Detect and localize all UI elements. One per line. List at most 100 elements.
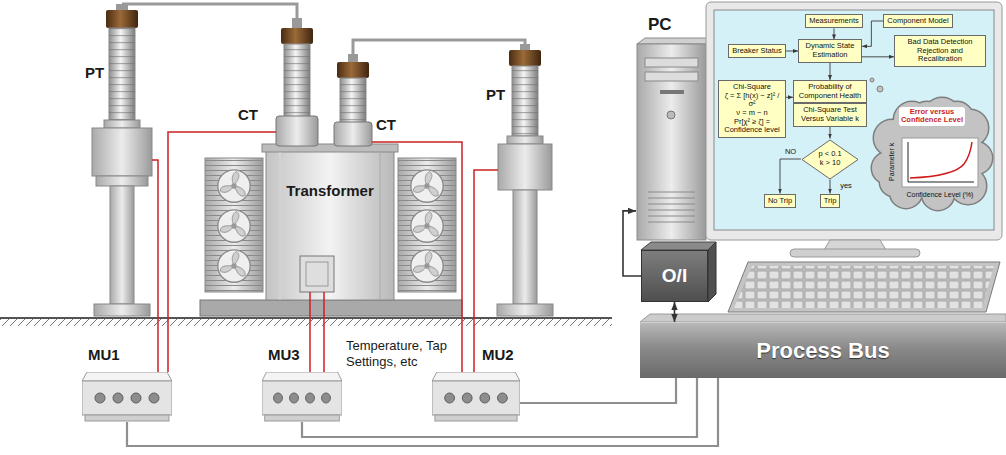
box-label: Dynamic State Estimation (802, 42, 858, 59)
computer-tower (637, 38, 714, 44)
io-box-faces (641, 242, 716, 250)
process-box: Breaker Status (728, 44, 786, 59)
computer-tower (648, 210, 695, 211)
power-transformer (337, 62, 369, 78)
merging-unit: MU2 (432, 346, 520, 422)
thought-bubble (870, 78, 883, 92)
power-transformer (300, 256, 334, 292)
diamond-outline (802, 140, 858, 179)
monitor (706, 2, 1002, 257)
keyboard (728, 262, 1000, 312)
overhead-conductor (122, 4, 525, 54)
error-chart (910, 142, 972, 178)
signal-wire (309, 292, 311, 372)
formula-text: ζ = Σ [h(x) − z]² / σ² (722, 92, 782, 109)
equipment-name: Transformer (266, 148, 394, 199)
ground (0, 318, 612, 326)
monitor (714, 10, 994, 230)
potential-transformer (513, 190, 537, 304)
box-label: Chi-Square Test Versus Variable k (797, 106, 863, 123)
power-transformer (398, 158, 456, 292)
potential-transformer (116, 4, 128, 10)
power-transformer (276, 116, 318, 146)
flow-arrow (830, 63, 831, 80)
potential-transformer (509, 50, 541, 66)
thought-bubble (877, 86, 883, 92)
box-label: Measurements (809, 17, 859, 26)
computer-tower (648, 222, 695, 223)
flow-arrow (830, 127, 831, 139)
merging-unit-device (262, 372, 342, 421)
equipment-label: CT (238, 106, 258, 124)
io-box-faces (641, 242, 716, 302)
overhead-conductor (353, 40, 525, 54)
bus-top-face (640, 314, 1006, 322)
ground (0, 317, 612, 319)
flow-arrow (862, 56, 894, 57)
potential-transformer (94, 304, 150, 316)
connectors (127, 21, 894, 446)
power-transformer (284, 44, 310, 118)
power-transformer (380, 152, 381, 300)
keyboard (728, 262, 1000, 312)
keyboard (734, 266, 994, 308)
data-arrow (674, 302, 676, 322)
computer-tower (660, 90, 684, 94)
process-bus: Process Bus (640, 322, 1006, 378)
computer-tower (667, 111, 675, 119)
signal-wire (372, 142, 462, 372)
process-box: Chi-Square Test Versus Variable k (793, 103, 867, 126)
computer-tower (637, 38, 714, 240)
potential-transformer (520, 44, 530, 50)
computer-tower (648, 204, 695, 205)
power-transformer (280, 152, 281, 300)
power-transformer (411, 170, 443, 202)
power-transformer (398, 158, 456, 292)
power-transformer (218, 250, 250, 282)
signal-wire (323, 292, 325, 372)
io-box-faces (708, 242, 716, 302)
computer-tower (645, 72, 698, 81)
process-box: Measurements (805, 14, 863, 29)
power-transformer (200, 300, 462, 316)
box-label: Bad Data Detection Rejection and Recalib… (898, 38, 982, 64)
power-transformer (292, 18, 302, 28)
formula-box: Chi-Squareζ = Σ [h(x) − z]² / σ²ν = m − … (718, 80, 786, 138)
potential-transformer (110, 186, 134, 304)
process-box: Dynamic State Estimation (798, 39, 862, 62)
flow-arrow (830, 180, 831, 194)
merging-unit-device (82, 372, 520, 421)
edge-label: yes (839, 182, 853, 190)
equipment-label: PT (85, 64, 104, 82)
signal-wire (152, 160, 158, 372)
outcome-box: No Trip (764, 194, 796, 209)
device-name: MU3 (262, 346, 342, 364)
data-arrow (623, 211, 641, 276)
power-transformer (205, 158, 263, 292)
power-transformer (266, 150, 394, 300)
power-transformer (306, 262, 328, 286)
device-name: PC (636, 16, 707, 34)
power-transformer (411, 250, 443, 282)
formula-text: Pr[χ² ≥ ζ] = Confidence level (722, 118, 782, 135)
box-label: Component Model (887, 17, 948, 26)
computer-tower (645, 58, 698, 67)
ground (0, 318, 612, 326)
process-box: Bad Data Detection Rejection and Recalib… (894, 35, 986, 67)
io-interface: O/I (641, 250, 708, 302)
device-name: O/I (662, 265, 687, 287)
signal-note: Temperature, Tap Settings, etc (346, 338, 447, 369)
box-label: No Trip (768, 197, 792, 206)
potential-transformer (109, 28, 135, 120)
computer-tower (648, 192, 695, 222)
bus-link (520, 378, 676, 403)
box-label: Breaker Status (732, 47, 782, 56)
decision-label: p < 0.1 k > 10 (817, 150, 843, 167)
box-label: Probability of Component Health (797, 83, 863, 100)
bus-name: Process Bus (756, 338, 889, 364)
flow-arrow (786, 51, 798, 52)
signal-wire (168, 132, 276, 372)
signal-wire (152, 132, 498, 372)
